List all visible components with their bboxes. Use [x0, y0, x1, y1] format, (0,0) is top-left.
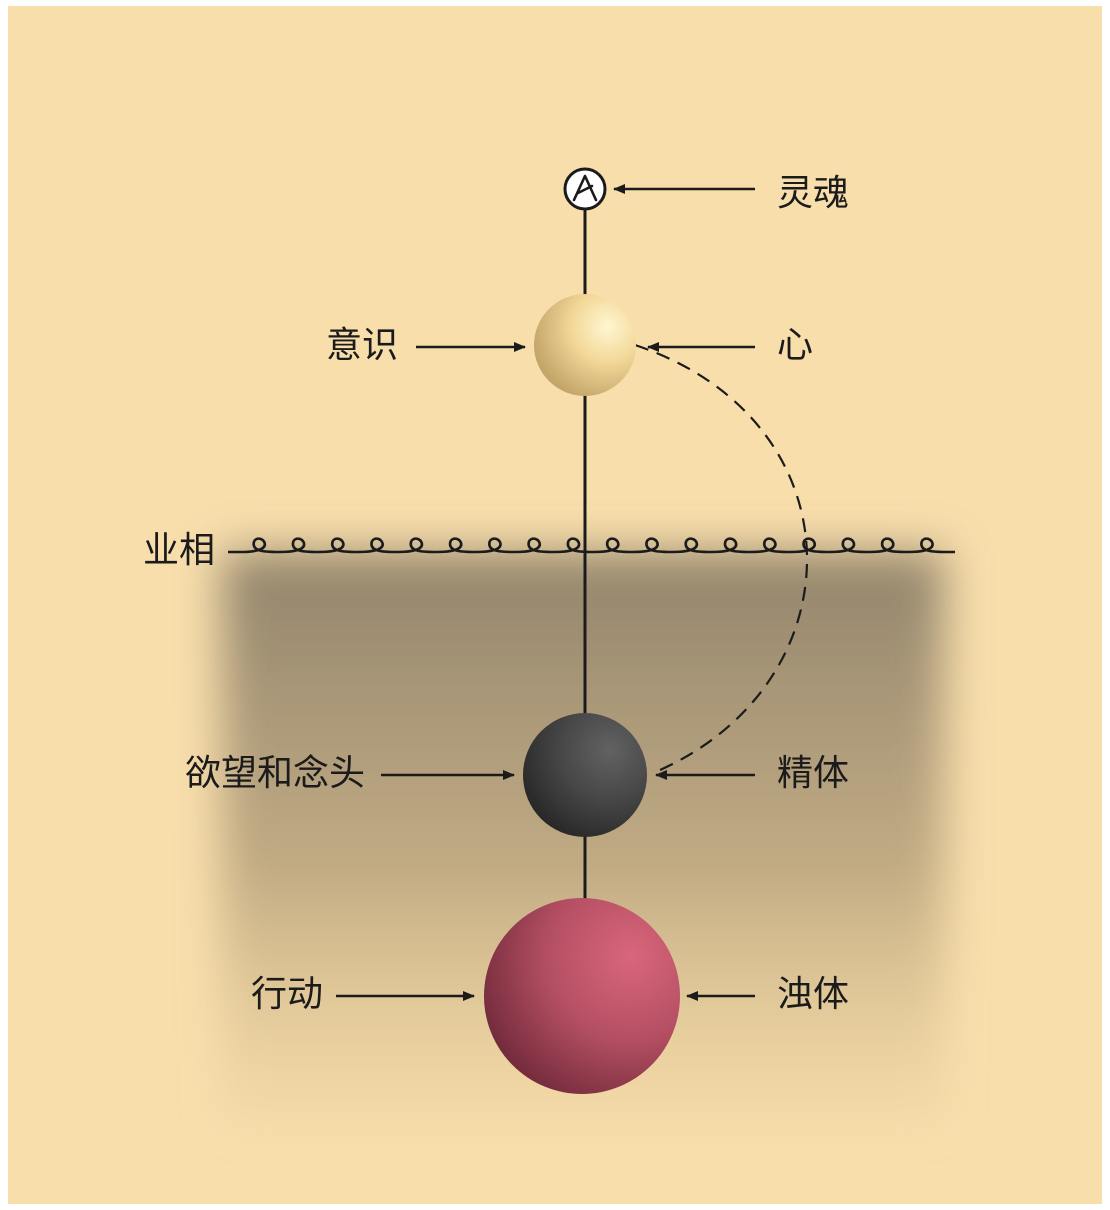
dashed-connection-arc	[634, 343, 809, 772]
karma-curly-line	[228, 537, 955, 554]
label-gross-body: 浊体	[777, 974, 849, 1015]
label-consciousness: 意识	[326, 325, 398, 366]
label-soul: 灵魂	[777, 173, 849, 214]
mind-sphere	[534, 294, 636, 396]
label-action: 行动	[251, 974, 323, 1015]
label-desires-thoughts: 欲望和念头	[185, 753, 365, 794]
circled-a-icon	[563, 167, 607, 211]
label-subtle-body: 精体	[777, 753, 849, 794]
gross-body-sphere	[484, 898, 680, 1094]
label-mind: 心	[777, 325, 813, 366]
label-karma: 业相	[143, 530, 215, 571]
subtle-body-sphere	[523, 713, 647, 837]
